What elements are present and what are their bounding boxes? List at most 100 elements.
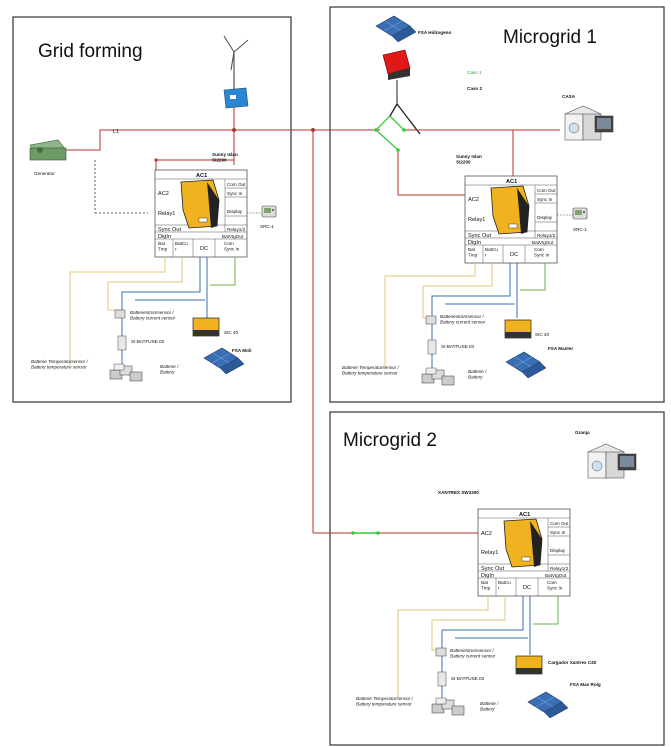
mg1-ac1: AC1 xyxy=(506,179,517,185)
gf-batvtg: BatVtgOut xyxy=(222,234,244,239)
bus-node xyxy=(311,128,315,132)
mg1-remote-icon xyxy=(572,207,588,220)
mg1-batvtg: BatVtgOut xyxy=(532,240,554,245)
switch-node xyxy=(374,128,378,132)
mg1-sic-label: SIC 40 xyxy=(535,332,549,337)
gf-cur-wire xyxy=(107,257,183,311)
microgrid1-panel xyxy=(329,6,665,403)
mg1-fuse xyxy=(427,339,437,355)
mg2-inverter-text: AC1 AC2 Relay1 Sync Out DigIn Com Out Sy… xyxy=(481,512,569,591)
switch-node xyxy=(376,531,380,535)
gf-sic-label: SIC 40 xyxy=(224,330,238,335)
mg1-dc-wire xyxy=(431,263,511,372)
mg2-ac2: AC2 xyxy=(481,531,492,537)
gf-display: Display xyxy=(227,209,243,214)
mg2-fuse xyxy=(437,671,447,687)
mg1-switch xyxy=(375,103,560,196)
mg2-dc-wire xyxy=(441,596,524,705)
mg1-sensor xyxy=(425,315,437,325)
mg2-digin: DigIn xyxy=(481,573,494,579)
mg1-pv-icon-2 xyxy=(505,351,547,379)
mg2-title: Microgrid 2 xyxy=(343,430,437,451)
mg1-fuse-label: SI-BATFUSE.03 xyxy=(441,344,475,349)
mg2-com-out: Com Out xyxy=(550,521,569,526)
gf-dc-wire xyxy=(121,257,201,370)
wind-turbine-icon xyxy=(223,35,249,109)
grid-forming-panel xyxy=(12,16,292,403)
gf-digin: DigIn xyxy=(158,234,171,240)
hydrogen-unit-icon xyxy=(382,49,411,80)
mg1-com-wire xyxy=(520,263,546,291)
mg2-load-label: Granja xyxy=(575,430,590,435)
gf-sic-box xyxy=(192,317,220,337)
gf-com-wire xyxy=(210,257,236,286)
mg1-remote-label: SRC-1 xyxy=(573,227,587,232)
mg1-com-out: Com Out xyxy=(537,188,556,193)
mg1-sic-box xyxy=(504,319,532,339)
mg1-dc: DC xyxy=(510,252,518,258)
mg2-fuse-label: SI-BATFUSE.03 xyxy=(451,676,485,681)
generator-label: Generator xyxy=(34,171,55,176)
gf-fsa-label: FSA Moli xyxy=(232,348,251,353)
gf-temp-label: Batterie Temperatursensor /Battery tempe… xyxy=(31,359,88,369)
gf-remote-icon xyxy=(261,205,277,218)
gf-dc: DC xyxy=(200,246,208,252)
switch-node xyxy=(402,128,406,132)
mg2-sync-in: Sync In xyxy=(550,530,566,535)
mg2-sic-box xyxy=(515,655,543,675)
line-label-l1: L1 xyxy=(113,129,119,135)
mg1-load-icon xyxy=(564,105,614,141)
mg1-sync-in: Sync In xyxy=(537,197,553,202)
mg2-sync-out: Sync Out xyxy=(481,566,504,572)
gf-battery-icon xyxy=(109,363,143,382)
mg2-temp-wire xyxy=(397,596,489,698)
mg1-pv-icon xyxy=(375,15,417,43)
gf-com-out: Com Out xyxy=(227,182,246,187)
mg2-dc: DC xyxy=(523,585,531,591)
mg2-battery-label: Batterie /Battery xyxy=(480,701,499,711)
mg1-relay12: Relay1/2 xyxy=(537,233,556,238)
mg2-relay1: Relay1 xyxy=(481,550,498,556)
mg2-sic-label: Cargador Xantrex C40 xyxy=(548,660,597,665)
gf-inverter-text: AC1 AC2 Relay1 Sync Out DigIn Com Out Sy… xyxy=(158,173,246,252)
grid-forming-title: Grid forming xyxy=(38,41,143,62)
mg1-hydrogen-label: FSA Hidrogeno xyxy=(418,30,451,35)
mg1-sync-out: Sync Out xyxy=(468,233,491,239)
mg1-temp-wire xyxy=(384,263,476,368)
mg2-com-wire xyxy=(533,596,559,625)
mg1-battery-icon xyxy=(421,367,455,386)
ac-bus xyxy=(60,106,478,534)
bus-node xyxy=(154,158,158,162)
bus-node xyxy=(232,128,236,132)
gf-battery-label: Batterie /Battery xyxy=(160,364,179,374)
mg1-digin: DigIn xyxy=(468,240,481,246)
mg1-battery-label: Batterie /Battery xyxy=(468,369,487,379)
gf-sensor xyxy=(114,309,126,319)
mg2-display: Display xyxy=(550,548,566,553)
mg1-load-label: CASA xyxy=(562,94,576,99)
gf-sensor-label: Batteriestromsensor /Battery current sen… xyxy=(130,310,176,320)
gf-fuse-label: SI-BATFUSE.03 xyxy=(131,339,165,344)
gf-sync-out: Sync Out xyxy=(158,227,181,233)
gf-ac2: AC2 xyxy=(158,191,169,197)
gf-relay12: Relay1/2 xyxy=(227,227,246,232)
mg2-batvtg: BatVtgOut xyxy=(545,573,567,578)
switch-node xyxy=(396,148,400,152)
gf-remote-label: SRC-1 xyxy=(260,224,274,229)
gf-sync-in: Sync In xyxy=(227,191,243,196)
mg2-temp-label: Batterie Temperatursensor /Battery tempe… xyxy=(356,696,413,706)
gf-ac1: AC1 xyxy=(196,173,207,179)
mg1-cur-wire xyxy=(422,263,493,319)
mg2-battery-icon xyxy=(431,697,465,716)
gf-fuse xyxy=(117,335,127,351)
mg1-display: Display xyxy=(537,215,553,220)
mg2-inverter-label: XANTREX SW3300 xyxy=(438,490,479,495)
